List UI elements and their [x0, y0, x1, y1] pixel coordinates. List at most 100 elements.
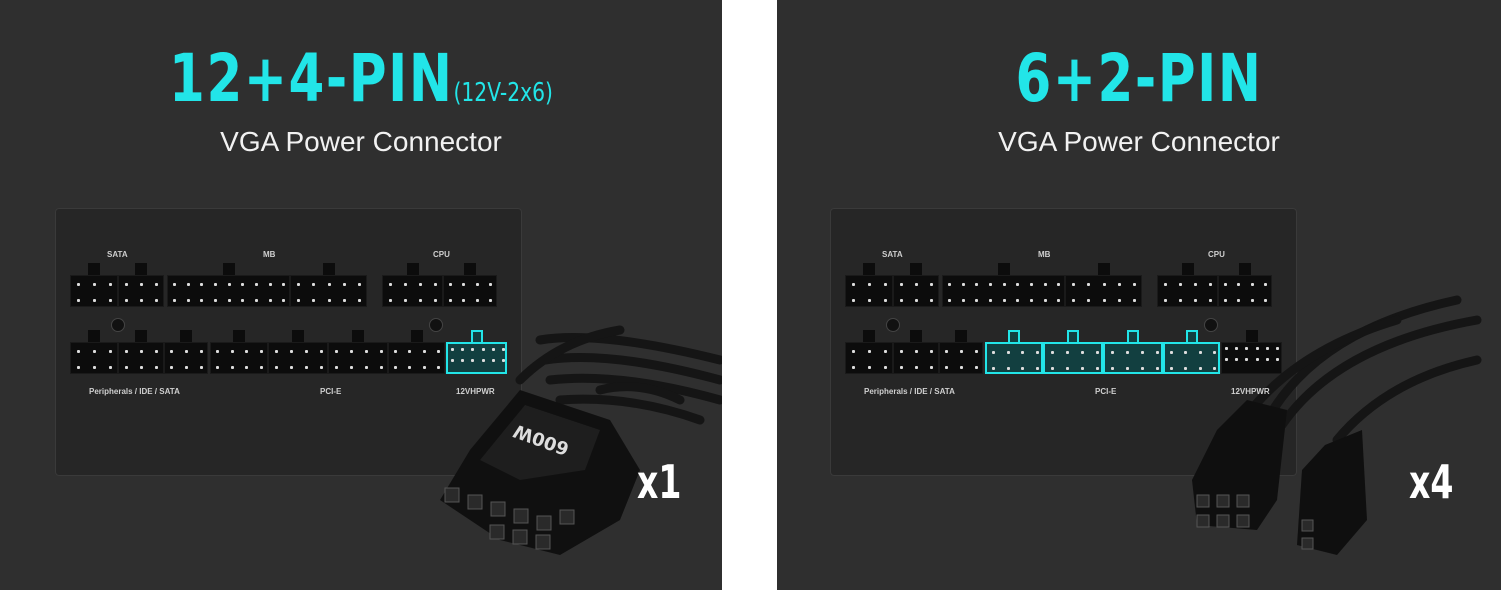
pin [1209, 283, 1213, 286]
pin [268, 283, 272, 286]
pin [1050, 351, 1054, 354]
pin [304, 350, 308, 353]
pin [227, 299, 231, 302]
connector-sata [893, 275, 939, 307]
pin [1006, 351, 1010, 354]
label-sata: SATA [882, 250, 903, 259]
pin [245, 350, 249, 353]
connector-latch [88, 263, 100, 275]
pin [1255, 358, 1259, 361]
pin [947, 299, 951, 302]
pin [1002, 283, 1006, 286]
pin [349, 350, 353, 353]
pin [312, 283, 316, 286]
pin [988, 283, 992, 286]
connector-latch [470, 330, 483, 342]
pin [364, 366, 368, 369]
pin [1102, 283, 1106, 286]
pin [185, 366, 188, 369]
connector-per [893, 342, 939, 374]
title: 6+2-PIN [1015, 40, 1263, 117]
pin [124, 299, 128, 302]
screw-icon [429, 318, 443, 332]
pin [327, 283, 331, 286]
pin [140, 283, 143, 286]
pin [394, 366, 398, 369]
pin [241, 299, 245, 302]
pin [1264, 299, 1268, 302]
pin [884, 283, 887, 286]
pin [1223, 299, 1227, 302]
label-pcie: PCI-E [320, 387, 342, 396]
pin [992, 351, 996, 354]
pin [1209, 299, 1213, 302]
label-12vhpwr: 12VHPWR [456, 387, 495, 396]
label-cpu: CPU [433, 250, 450, 259]
pin [930, 350, 934, 353]
pin [1016, 283, 1020, 286]
pin [216, 350, 220, 353]
pin [327, 299, 331, 302]
pin [140, 350, 143, 353]
pin [227, 283, 231, 286]
pin [1264, 283, 1268, 286]
pin [462, 299, 466, 302]
pin [170, 350, 174, 353]
pin [1087, 283, 1091, 286]
pin [481, 348, 485, 352]
pin [915, 350, 918, 353]
pin [140, 299, 143, 302]
pin [501, 359, 505, 362]
right-panel-6-2-pin: 6+2-PIN VGA Power Connector SATA MB CPU … [777, 0, 1501, 590]
pin [254, 283, 258, 286]
pin [358, 283, 362, 286]
pin [289, 350, 293, 353]
pin [1184, 367, 1188, 370]
pin [268, 299, 272, 302]
pin [899, 366, 903, 369]
connector-per [118, 342, 164, 374]
pin [319, 350, 323, 353]
title-main: 12+4-PIN [169, 40, 454, 117]
pin [1245, 347, 1249, 351]
pin [422, 366, 426, 369]
pin [915, 283, 918, 286]
pin [945, 350, 949, 353]
connector-latch [464, 263, 476, 275]
connector-latch [863, 263, 875, 275]
pin [884, 350, 887, 353]
pin [1095, 367, 1099, 370]
connector-pcie [328, 342, 388, 374]
pin [1050, 367, 1054, 370]
pin [172, 299, 176, 302]
count-label: x1 [637, 455, 682, 509]
pin [199, 366, 203, 369]
pin [282, 299, 286, 302]
pin [1071, 283, 1075, 286]
pin [852, 350, 855, 353]
label-sata: SATA [107, 250, 128, 259]
pin [1065, 351, 1069, 354]
pin [1043, 299, 1047, 302]
title: 12+4-PIN(12V-2x6) [79, 40, 642, 117]
pin [1125, 351, 1129, 354]
connector-latch [406, 263, 419, 275]
pin [915, 366, 918, 369]
pin [868, 283, 871, 286]
connector-latch [1067, 330, 1079, 342]
pin [1095, 351, 1099, 354]
connector-latch [135, 263, 147, 275]
connector-latch [292, 330, 304, 342]
pin [282, 283, 286, 286]
pin [960, 366, 963, 369]
pin [109, 299, 112, 302]
pin [419, 299, 423, 302]
pin [200, 299, 204, 302]
pin [304, 366, 308, 369]
pin [461, 348, 465, 352]
pin [1110, 351, 1114, 354]
pin [364, 350, 368, 353]
label-mb: MB [263, 250, 276, 259]
pin [349, 366, 353, 369]
screw-icon [886, 318, 900, 332]
